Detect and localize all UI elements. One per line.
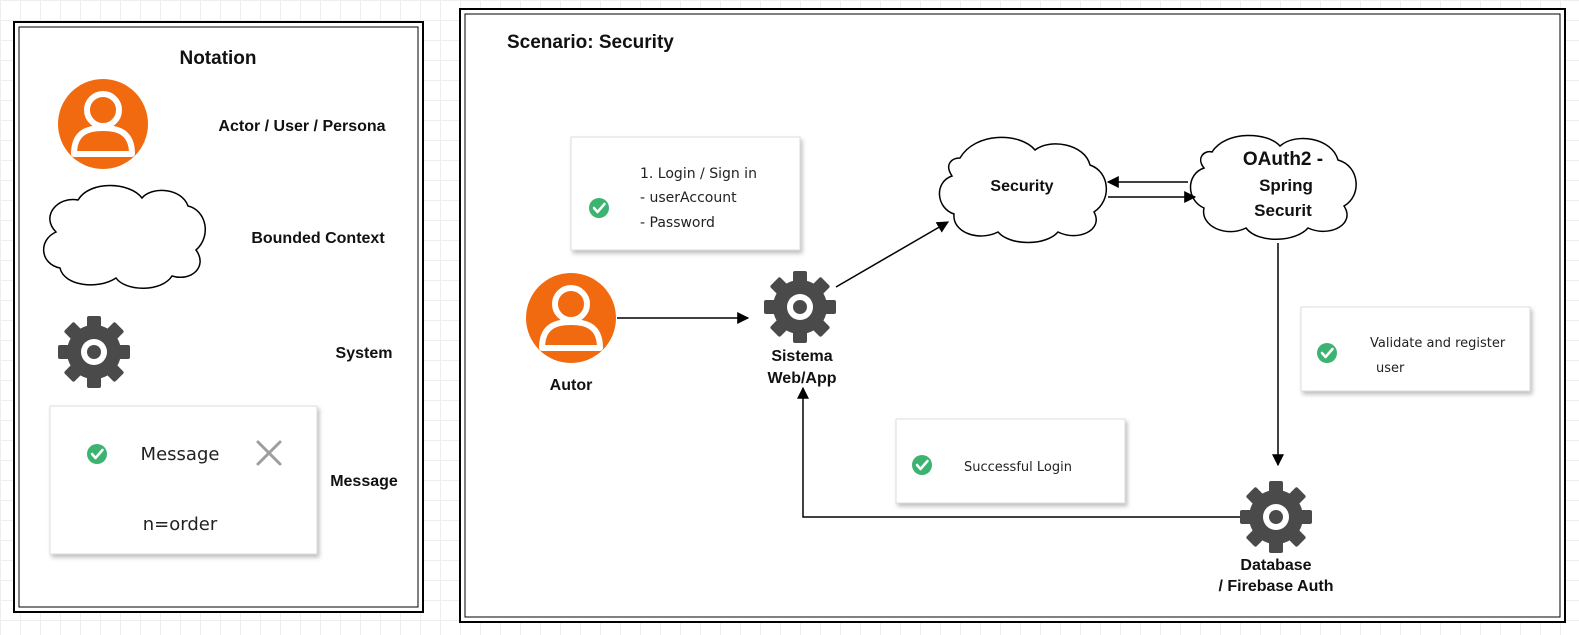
check-icon: [587, 196, 611, 220]
notation-system-label: System: [336, 345, 393, 362]
validate-message-line1: Validate and register: [1370, 336, 1506, 351]
actor-icon: [526, 273, 616, 363]
login-message-line3: - Password: [640, 215, 715, 231]
login-message-line1: 1. Login / Sign in: [640, 166, 757, 182]
close-icon: [256, 440, 282, 466]
check-icon: [910, 453, 934, 477]
notation-message-card: [49, 405, 318, 555]
notation-message-text: Message: [141, 444, 220, 465]
notation-bounded-context-label: Bounded Context: [251, 230, 385, 247]
scenario-title: Scenario: Security: [507, 32, 674, 53]
login-message-card: [570, 136, 801, 251]
database-label-line1: Database: [1240, 557, 1311, 574]
system-label-line1: Sistema: [771, 348, 832, 365]
arrow-system-to-security: [835, 221, 950, 288]
oauth-label-line3: Securit: [1254, 201, 1312, 220]
check-icon: [1315, 341, 1339, 365]
actor-icon: [58, 79, 148, 169]
notation-title: Notation: [179, 48, 256, 69]
notation-message-label: Message: [330, 473, 398, 490]
check-icon: [85, 442, 109, 466]
success-message-card: [895, 418, 1126, 504]
bounded-context-cloud-icon: [42, 184, 206, 289]
validate-message-card: [1300, 306, 1531, 392]
login-message-line2: - userAccount: [640, 190, 737, 206]
system-gear-icon: [58, 316, 130, 388]
actor-label: Autor: [550, 377, 593, 394]
system-gear-icon: [764, 271, 836, 343]
notation-panel: Notation Actor / User / Persona Bounded …: [13, 21, 424, 613]
arrow-database-to-system: [797, 386, 1240, 518]
oauth-label-line1: OAuth2 -: [1243, 149, 1323, 170]
notation-actor-label: Actor / User / Persona: [218, 118, 385, 135]
security-context-label: Security: [990, 178, 1053, 195]
success-message-text: Successful Login: [964, 460, 1072, 475]
database-gear-icon: [1240, 481, 1312, 553]
scenario-panel: Scenario: Security 1. Login / Sign in - …: [459, 8, 1566, 623]
notation-message-order: n=order: [143, 514, 218, 535]
validate-message-line2: user: [1376, 361, 1405, 376]
oauth-label-line2: Spring: [1259, 176, 1313, 195]
system-label-line2: Web/App: [767, 370, 836, 387]
security-context-cloud-icon: [938, 136, 1108, 244]
oauth-context-cloud-icon: [1189, 134, 1357, 240]
database-label-line2: / Firebase Auth: [1219, 578, 1334, 595]
